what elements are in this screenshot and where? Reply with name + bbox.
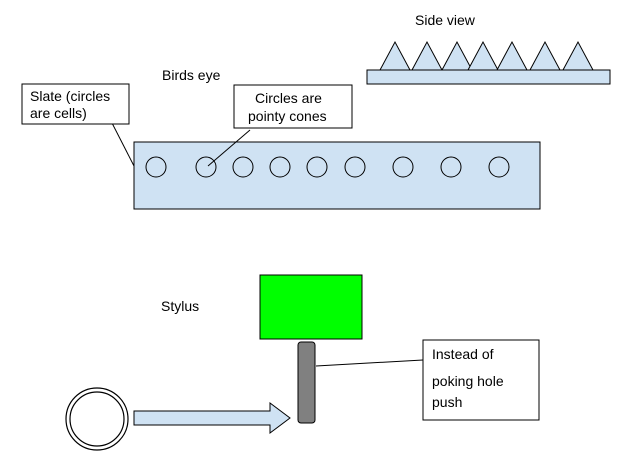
slate-callout-box [21,83,130,125]
push-callout: Instead of poking hole push [315,339,540,421]
cones-callout-pointer [207,129,251,167]
side-view-cone [529,40,561,71]
side-view-cone [441,40,473,71]
push-callout-pointer [315,359,424,367]
side-view-cone [411,40,443,71]
side-view: Side view [366,12,611,85]
push-callout-line-3: push [432,394,462,410]
slate-cell [344,156,366,178]
side-view-cone [467,40,499,71]
side-view-cone [562,40,594,71]
roller [65,387,129,451]
slate-callout: Slate (circles are cells) [21,83,135,167]
stylus-label: Stylus [161,298,199,314]
stylus-head [259,274,363,340]
slate-cell [440,156,462,178]
push-direction-arrow [133,402,291,434]
side-view-label: Side view [415,12,476,28]
side-view-cone [379,40,411,71]
push-callout-line-1: Instead of [432,346,494,362]
slate-cell [306,156,328,178]
roller-inner-circle [69,391,125,447]
cones-callout-line-1: Circles are [255,90,322,106]
slate-rectangle [133,141,541,210]
birds-eye-label: Birds eye [162,67,221,83]
cones-callout-box [233,84,353,129]
push-callout-box [422,339,540,421]
side-view-cone [496,40,528,71]
slate-cell [269,156,291,178]
stylus-group: Stylus [161,274,363,424]
push-callout-line-2: poking hole [432,373,504,389]
cones-callout-line-2: pointy cones [248,108,327,124]
slate-callout-line-2: are cells) [30,105,87,121]
cones-callout: Circles are pointy cones [207,84,353,167]
slate-callout-pointer [111,122,135,167]
slate-cell [145,156,167,178]
slate-callout-line-1: Slate (circles [30,88,110,104]
stylus-shaft [297,341,316,424]
slate-cell [232,156,254,178]
slate-birds-eye [133,141,541,210]
slate-cell [392,156,414,178]
side-view-slate-base [366,69,611,85]
slate-cell [488,156,510,178]
slate-cell [195,156,217,178]
